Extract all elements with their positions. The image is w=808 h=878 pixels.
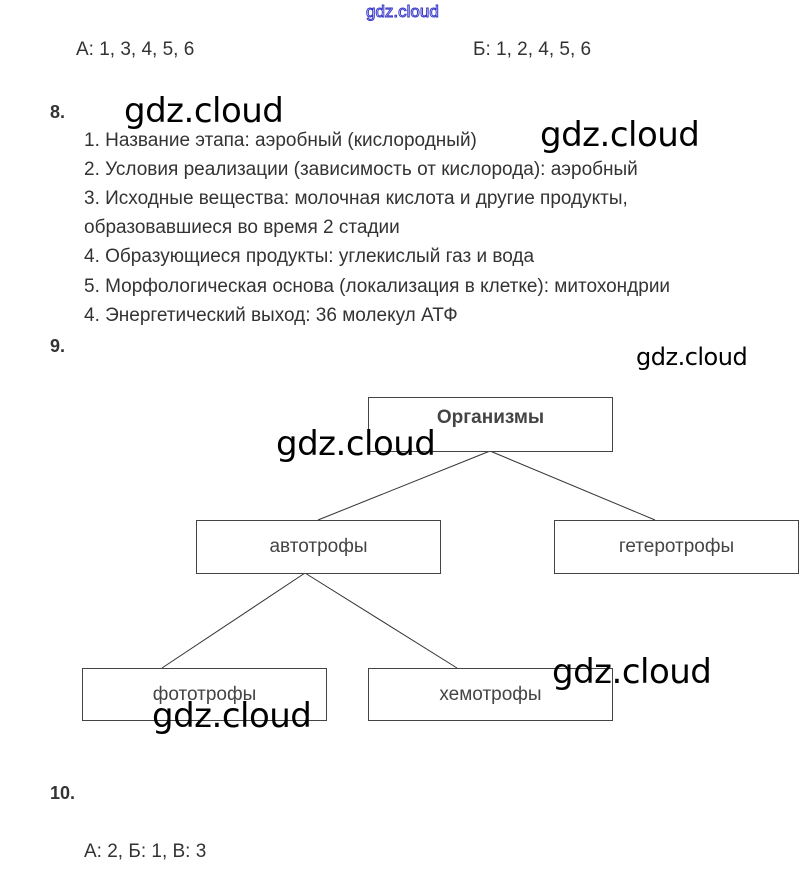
diagram-node-organisms: Организмы [368, 397, 613, 452]
watermark: gdz.cloud [276, 424, 436, 464]
q8-line: 5. Морфологическая основа (локализация в… [84, 276, 671, 297]
node-label: Организмы [436, 407, 545, 428]
diagram-node-autotrophs: автотрофы [196, 520, 441, 574]
q8-line: 4. Образующиеся продукты: углекислый газ… [84, 246, 535, 267]
q8-line: 4. Энергетический выход: 36 молекул АТФ [84, 305, 458, 326]
q8-line: 2. Условия реализации (зависимость от ки… [84, 159, 638, 180]
q8-line: 1. Название этапа: аэробный (кислородный… [84, 130, 477, 151]
node-label: фототрофы [152, 683, 257, 705]
watermark: gdz.cloud [124, 91, 284, 131]
q7-answer-a: А: 1, 3, 4, 5, 6 [76, 39, 195, 60]
q8-number: 8. [50, 102, 66, 122]
q8-line: образовавшиеся во время 2 стадии [84, 217, 400, 238]
watermark: gdz.cloud [152, 696, 312, 736]
node-label: гетеротрофы [618, 536, 735, 557]
watermark: gdz.cloud [636, 343, 748, 371]
diagram-node-chemotrophs: хемотрофы [368, 668, 613, 721]
q10-answer: А: 2, Б: 1, В: 3 [84, 841, 207, 862]
q9-number: 9. [50, 336, 66, 356]
diagram-node-heterotrophs: гетеротрофы [554, 520, 799, 574]
node-label: хемотрофы [439, 683, 542, 705]
diagram-node-phototrophs: фототрофы [82, 668, 327, 721]
node-label: автотрофы [269, 536, 368, 557]
q7-answer-b: Б: 1, 2, 4, 5, 6 [473, 39, 592, 60]
watermark: gdz.cloud [552, 652, 712, 692]
watermark: gdz.cloud [540, 115, 700, 155]
top-watermark: gdz.cloud [366, 2, 440, 22]
q8-line: 3. Исходные вещества: молочная кислота и… [84, 188, 628, 209]
q10-number: 10. [50, 783, 76, 803]
